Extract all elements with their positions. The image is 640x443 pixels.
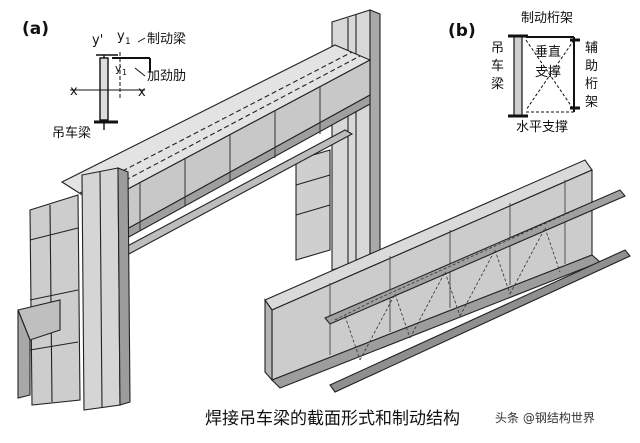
horizontal-brace-label: 水平支撑 [516, 120, 568, 135]
aux-truss-vertical-label: 辅 助 桁 架 [585, 41, 598, 110]
figure-caption: 焊接吊车梁的截面形式和制动结构 [205, 409, 460, 429]
crane-beam-char-1: 吊 [491, 41, 504, 56]
panel-a-tag: (a) [22, 19, 49, 39]
panel-a-cross-section [70, 37, 151, 130]
aux-truss-char-4: 架 [585, 95, 598, 110]
crane-beam-char-2: 车 [491, 58, 504, 74]
vertical-brace-label-line1: 垂直 [535, 45, 561, 60]
crane-beam-vertical-label: 吊 车 梁 [491, 41, 504, 92]
crane-beam-char-3: 梁 [491, 77, 504, 92]
axis-y1-subscript: 1 [125, 37, 131, 47]
panel-a-inset: (a) y' y 1 y 1 x x 制动梁 加劲肋 吊车梁 [22, 19, 186, 141]
stiffener-label: 加劲肋 [147, 69, 186, 84]
panel-b-tag: (b) [448, 21, 476, 41]
left-crane-beam-structure [17, 9, 381, 411]
right-brake-truss-structure [264, 159, 631, 393]
axis-x-left-label: x [70, 84, 78, 99]
axis-y-prime-label: y' [92, 33, 103, 48]
panel-b-cross-section [508, 34, 580, 118]
panel-b-inset: (b) 制动桁架 吊 车 梁 垂直 支撑 辅 助 桁 架 水平支撑 [448, 11, 598, 135]
watermark: 头条 @钢结构世界 [495, 410, 595, 425]
axis-y1-lower-label: y [115, 62, 122, 75]
aux-truss-char-1: 辅 [585, 41, 598, 56]
aux-truss-char-2: 助 [585, 59, 598, 74]
axis-y1-lower-subscript: 1 [122, 68, 127, 77]
brake-truss-label: 制动桁架 [521, 11, 573, 26]
axis-x-right-label: x [138, 85, 146, 100]
axis-y1-label: y [117, 29, 125, 44]
brake-beam-label: 制动梁 [147, 32, 186, 47]
vertical-brace-label-line2: 支撑 [535, 65, 561, 80]
aux-truss-char-3: 桁 [585, 77, 598, 92]
crane-beam-label: 吊车梁 [52, 125, 91, 141]
